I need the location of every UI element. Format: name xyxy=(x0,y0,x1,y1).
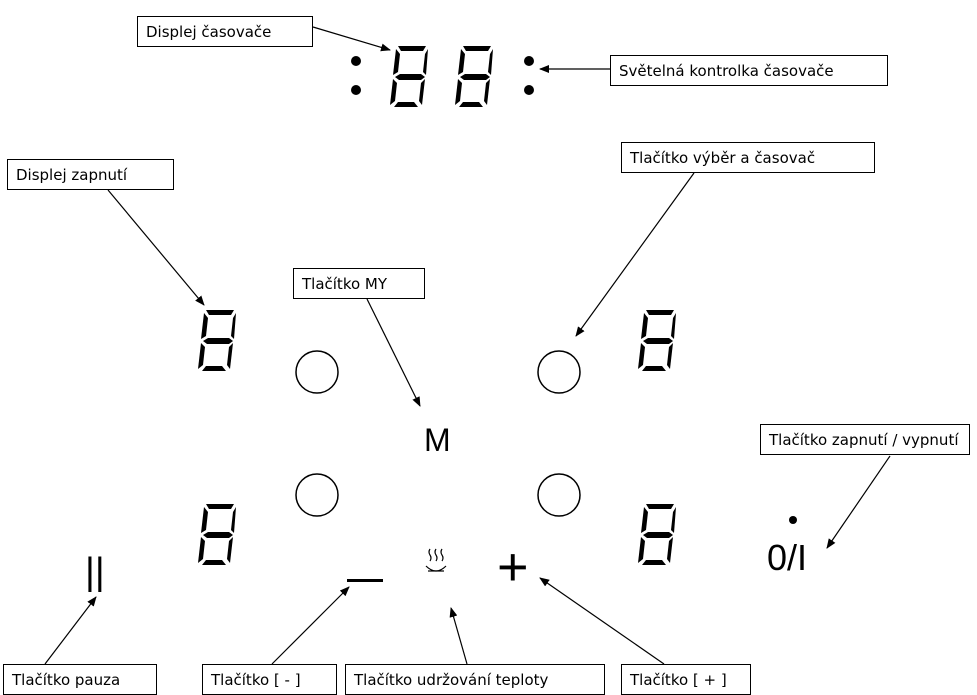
zone-select-button-bottom-left[interactable] xyxy=(295,473,339,517)
label-timer-indicator: Světelná kontrolka časovače xyxy=(610,55,888,86)
arrow-pause xyxy=(44,596,97,665)
zone-digit-bottom-left xyxy=(198,504,236,565)
arrow-plus xyxy=(539,577,665,665)
timer-indicator-light-right xyxy=(524,56,534,66)
zone-digit-top-left xyxy=(198,310,236,371)
arrow-my xyxy=(366,298,421,407)
zone-digit-bottom-right xyxy=(638,504,676,565)
arrows xyxy=(44,26,891,665)
timer-digit-1 xyxy=(390,46,428,107)
arrow-select-timer xyxy=(575,172,695,337)
label-plus-button: Tlačítko [ + ] xyxy=(621,664,751,695)
label-timer-display: Displej časovače xyxy=(137,16,313,47)
timer-indicator-light-right-lower xyxy=(524,85,534,95)
zone-digit-top-right xyxy=(638,310,676,371)
on-off-button[interactable]: 0/I xyxy=(767,537,808,578)
zone-select-button-top-right[interactable] xyxy=(537,350,581,394)
label-select-timer-button: Tlačítko výběr a časovač xyxy=(621,142,875,173)
label-keep-warm-button: Tlačítko udržování teploty xyxy=(345,664,605,695)
arrow-on-off xyxy=(826,455,891,549)
label-minus-button: Tlačítko [ - ] xyxy=(202,664,337,695)
label-power-display: Displej zapnutí xyxy=(7,159,174,190)
pause-button[interactable]: || xyxy=(85,551,105,593)
label-pause-button: Tlačítko pauza xyxy=(3,664,157,695)
my-button[interactable]: M xyxy=(424,422,451,458)
minus-button[interactable] xyxy=(347,579,383,582)
zone-select-button-bottom-right[interactable] xyxy=(537,473,581,517)
arrow-minus xyxy=(271,586,350,665)
zone-select-button-top-left[interactable] xyxy=(295,350,339,394)
timer-indicator-light-left xyxy=(351,56,361,66)
label-on-off-button: Tlačítko zapnutí / vypnutí xyxy=(760,424,970,455)
timer-indicator-light-left-lower xyxy=(351,85,361,95)
arrow-timer-display xyxy=(312,26,391,52)
timer-digit-2 xyxy=(455,46,493,107)
keep-warm-icon[interactable] xyxy=(425,548,447,572)
label-my-button: Tlačítko MY xyxy=(293,268,425,299)
on-off-indicator-dot xyxy=(789,516,797,524)
arrow-power-display xyxy=(107,189,205,306)
arrow-keep-warm xyxy=(449,607,468,665)
plus-button[interactable]: + xyxy=(497,537,529,597)
timer-display xyxy=(351,46,534,107)
